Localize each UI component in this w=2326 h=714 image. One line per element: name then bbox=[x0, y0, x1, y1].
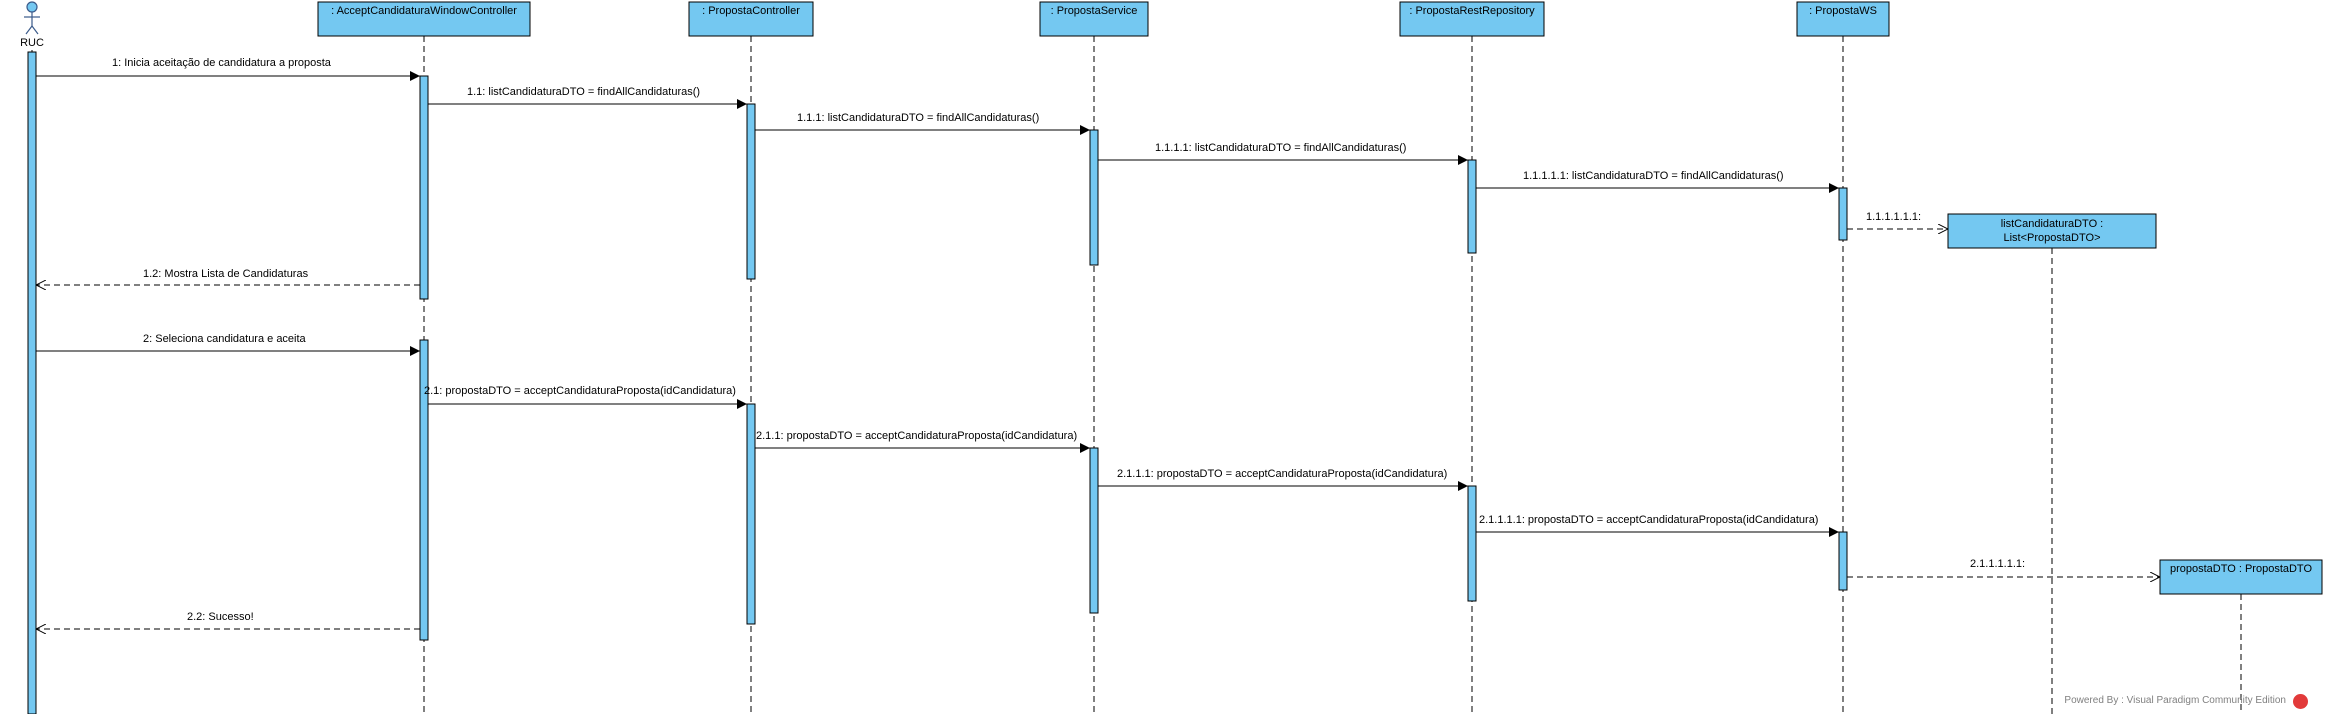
message-2-1-1: 2.1.1: propostaDTO = acceptCandidaturaPr… bbox=[755, 430, 1090, 453]
activation-bar bbox=[1089, 447, 1099, 614]
message-1-2: 1.2: Mostra Lista de Candidaturas bbox=[36, 268, 420, 285]
message-label: 2.1.1.1.1.1: bbox=[1970, 558, 2025, 570]
lifeline-header-label: : PropostaRestRepository bbox=[1409, 5, 1535, 17]
lifeline-proposta-service: : PropostaService bbox=[1039, 1, 1149, 714]
activation-bar bbox=[419, 75, 429, 300]
message-label: 2.1: propostaDTO = acceptCandidaturaProp… bbox=[424, 385, 736, 397]
message-1-1: 1.1: listCandidaturaDTO = findAllCandida… bbox=[428, 86, 747, 109]
activation-bar bbox=[1467, 159, 1477, 254]
message-label: 1.1: listCandidaturaDTO = findAllCandida… bbox=[467, 86, 700, 98]
object-label: propostaDTO : PropostaDTO bbox=[2170, 563, 2312, 575]
message-label: 2: Seleciona candidatura e aceita bbox=[143, 333, 307, 345]
actor-ruc: RUC bbox=[20, 1, 44, 714]
message-2-1-1-1-1-1: 2.1.1.1.1.1: bbox=[1847, 558, 2160, 577]
message-2-2: 2.2: Sucesso! bbox=[36, 611, 420, 629]
lifeline-header-label: : PropostaController bbox=[702, 5, 800, 17]
message-label: 2.1.1.1.1: propostaDTO = acceptCandidatu… bbox=[1479, 514, 1818, 526]
watermark-text: Powered By : Visual Paradigm Community E… bbox=[2064, 695, 2286, 706]
lifeline-proposta-ws: : PropostaWS bbox=[1796, 1, 1890, 714]
created-object-proposta-dto: propostaDTO : PropostaDTO bbox=[2159, 559, 2323, 714]
visual-paradigm-logo-icon bbox=[2293, 694, 2308, 709]
message-2-1: 2.1: propostaDTO = acceptCandidaturaProp… bbox=[424, 385, 747, 409]
lifeline-header-label: : PropostaService bbox=[1051, 5, 1138, 17]
message-label: 1.1.1.1.1.1: bbox=[1866, 211, 1921, 223]
activation-bar bbox=[746, 103, 756, 280]
message-1-1-1: 1.1.1: listCandidaturaDTO = findAllCandi… bbox=[755, 112, 1090, 135]
message-2: 2: Seleciona candidatura e aceita bbox=[36, 333, 420, 356]
activation-bar bbox=[746, 403, 756, 625]
lifeline-header-label: : AcceptCandidaturaWindowController bbox=[331, 5, 517, 17]
actor-stick-figure-icon bbox=[24, 1, 40, 35]
lifeline-header-box bbox=[1399, 1, 1545, 37]
lifeline-proposta-rest-repository: : PropostaRestRepository bbox=[1399, 1, 1545, 714]
lifeline-header-box bbox=[1039, 1, 1149, 37]
message-label: 2.2: Sucesso! bbox=[187, 611, 254, 623]
activation-bar bbox=[1838, 531, 1848, 591]
activation-bar bbox=[1467, 485, 1477, 602]
message-1-1-1-1-1-1: 1.1.1.1.1.1: bbox=[1847, 211, 1948, 229]
object-label-line-1: listCandidaturaDTO : bbox=[2001, 218, 2104, 230]
message-label: 1.2: Mostra Lista de Candidaturas bbox=[143, 268, 309, 280]
message-label: 2.1.1: propostaDTO = acceptCandidaturaPr… bbox=[756, 430, 1077, 442]
activation-bar bbox=[419, 339, 429, 641]
object-box bbox=[1947, 213, 2157, 249]
created-object-list-candidatura-dto: listCandidaturaDTO : List<PropostaDTO> bbox=[1947, 213, 2157, 714]
object-box bbox=[2159, 559, 2323, 595]
message-2-1-1-1-1: 2.1.1.1.1: propostaDTO = acceptCandidatu… bbox=[1476, 514, 1839, 537]
object-label-line-2: List<PropostaDTO> bbox=[2003, 232, 2100, 244]
lifeline-header-label: : PropostaWS bbox=[1809, 5, 1877, 17]
activation-bar bbox=[27, 51, 37, 714]
actor-label: RUC bbox=[20, 37, 44, 49]
message-2-1-1-1: 2.1.1.1: propostaDTO = acceptCandidatura… bbox=[1098, 468, 1468, 491]
activation-bar bbox=[1838, 187, 1848, 241]
message-label: 2.1.1.1: propostaDTO = acceptCandidatura… bbox=[1117, 468, 1447, 480]
message-label: 1.1.1: listCandidaturaDTO = findAllCandi… bbox=[797, 112, 1039, 124]
message-1: 1: Inicia aceitação de candidatura a pro… bbox=[36, 57, 420, 81]
message-1-1-1-1-1: 1.1.1.1.1: listCandidaturaDTO = findAllC… bbox=[1476, 170, 1839, 193]
message-label: 1.1.1.1: listCandidaturaDTO = findAllCan… bbox=[1155, 142, 1406, 154]
message-1-1-1-1: 1.1.1.1: listCandidaturaDTO = findAllCan… bbox=[1098, 142, 1468, 165]
message-label: 1.1.1.1.1: listCandidaturaDTO = findAllC… bbox=[1523, 170, 1784, 182]
activation-bar bbox=[1089, 129, 1099, 266]
lifeline-header-box bbox=[317, 1, 531, 37]
message-label: 1: Inicia aceitação de candidatura a pro… bbox=[112, 57, 332, 69]
lifeline-proposta-controller: : PropostaController bbox=[688, 1, 814, 714]
lifeline-accept-candidatura-window-controller: : AcceptCandidaturaWindowController bbox=[317, 1, 531, 714]
